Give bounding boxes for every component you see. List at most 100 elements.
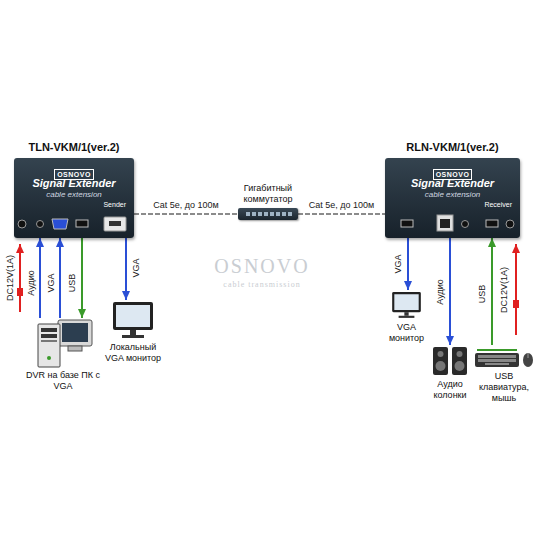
keyboard-mouse-icon-part xyxy=(523,353,533,367)
extender-device: RLN-VKM/1(ver.2) OSNOVO Signal Extendercab… xyxy=(385,140,520,238)
power-label: DC12V(1A) xyxy=(499,267,510,313)
dvr-pc: DVR на базе ПК с VGA xyxy=(24,318,102,392)
vga-monitor: VGA монитор xyxy=(385,290,428,344)
signal-wire xyxy=(407,238,409,290)
network-cable xyxy=(298,213,385,215)
device-ports-part xyxy=(18,220,26,228)
switch-ports-part xyxy=(270,212,274,216)
device-caption: VGA монитор xyxy=(385,322,428,344)
switch-ports-part xyxy=(264,212,268,216)
device-ports-part xyxy=(52,219,68,229)
speakers-icon-part xyxy=(436,361,446,371)
switch-ports-part xyxy=(282,212,286,216)
keyboard-mouse: USB клавиатура, мышь xyxy=(473,345,535,404)
dvr-pc-icon-part xyxy=(68,346,82,351)
dvr-pc-icon-part xyxy=(58,320,92,346)
keyboard-mouse-icon xyxy=(473,345,535,369)
speakers-icon-part xyxy=(433,347,448,375)
device-caption: DVR на базе ПК с VGA xyxy=(24,370,102,392)
cable-label: Cat 5e, до 100м xyxy=(152,200,219,210)
device-ports-part xyxy=(486,220,498,227)
local-monitor-icon-part xyxy=(116,305,150,327)
power-label: DC12V(1A) xyxy=(5,255,16,301)
local-monitor-icon-part xyxy=(113,302,153,330)
network-cable xyxy=(134,213,238,215)
device-ports xyxy=(14,213,134,235)
extender-device: TLN-VKM/1(ver.2) OSNOVO Signal Extendercab… xyxy=(14,140,134,238)
device-model-title: RLN-VKM/1(ver.2) xyxy=(385,140,520,154)
switch-ports-part xyxy=(258,212,262,216)
speakers: Аудио колонки xyxy=(430,345,470,401)
keyboard-mouse-icon-part xyxy=(485,363,509,365)
dvr-pc-icon-part xyxy=(47,356,51,360)
dvr-pc-icon-part xyxy=(38,324,60,367)
dvr-pc-icon-part xyxy=(62,323,88,342)
dvr-pc-icon-part xyxy=(41,334,57,338)
switch-ports xyxy=(238,208,298,220)
signal-label: VGA xyxy=(46,272,56,293)
power-wire xyxy=(19,244,21,312)
switch-ports-part xyxy=(252,212,256,216)
switch-label: Гигабитный коммутатор xyxy=(238,183,298,205)
vga-monitor-icon-part xyxy=(404,312,408,316)
signal-label: USB xyxy=(67,273,77,294)
signal-wire xyxy=(449,238,451,345)
switch-ports-part xyxy=(246,212,250,216)
signal-label: USB xyxy=(477,284,487,305)
device-body: OSNOVO Signal Extendercable extensionSend… xyxy=(14,158,134,238)
device-ports-part xyxy=(440,219,450,228)
keyboard-mouse-icon-part xyxy=(475,353,519,367)
switch-body xyxy=(238,208,298,220)
device-role: Sender xyxy=(14,200,134,209)
device-ports-part xyxy=(437,215,453,231)
device-model-title: TLN-VKM/1(ver.2) xyxy=(14,140,134,154)
dvr-pc-icon-part xyxy=(41,340,57,342)
signal-label: VGA xyxy=(131,257,141,278)
local-monitor-icon xyxy=(102,300,164,340)
logo-row: OSNOVO xyxy=(385,163,520,174)
keyboard-mouse-icon-part xyxy=(478,355,516,358)
signal-wire xyxy=(491,238,493,345)
device-role: Receiver xyxy=(385,200,520,209)
keyboard-mouse-icon-part xyxy=(478,359,516,362)
power-plug xyxy=(17,288,23,296)
power-plug xyxy=(513,300,519,308)
power-wire xyxy=(515,244,517,335)
device-ports-part xyxy=(506,220,514,228)
vga-monitor-icon xyxy=(385,290,428,320)
speakers-icon xyxy=(430,345,470,377)
keyboard-mouse-icon-part xyxy=(477,349,517,351)
switch-ports-part xyxy=(288,212,292,216)
signal-label: Аудио xyxy=(26,269,36,296)
signal-wire xyxy=(125,238,127,300)
vga-monitor-icon-part xyxy=(392,292,421,312)
signal-wire xyxy=(59,238,61,318)
device-ports-part xyxy=(104,217,126,231)
local-monitor-icon-part xyxy=(122,335,144,338)
device-caption: Локальный VGA монитор xyxy=(102,342,164,364)
vga-monitor-icon-part xyxy=(399,316,415,318)
switch-ports-part xyxy=(276,212,280,216)
device-ports-part xyxy=(76,220,88,227)
speakers-icon-part xyxy=(452,347,467,375)
device-ports-part xyxy=(109,221,121,226)
speakers-icon-part xyxy=(455,361,465,371)
device-subtitle: cable extension xyxy=(14,190,134,200)
device-ports-part xyxy=(462,221,469,228)
signal-wire xyxy=(81,238,83,318)
watermark: OSNOVO xyxy=(214,261,309,272)
device-title: Signal Extender xyxy=(14,177,134,190)
watermark: cable transmission xyxy=(223,279,300,290)
device-ports-part xyxy=(401,220,413,227)
cable-label: Cat 5e, до 100м xyxy=(308,200,375,210)
device-title: Signal Extender xyxy=(385,177,520,190)
network-switch: Гигабитный коммутатор xyxy=(238,183,298,220)
speakers-icon-part xyxy=(457,351,463,357)
signal-wire xyxy=(39,238,41,318)
logo-row: OSNOVO xyxy=(14,163,134,174)
device-ports xyxy=(385,213,520,235)
dvr-pc-icon-part xyxy=(41,328,57,332)
device-caption: Аудио колонки xyxy=(430,379,470,401)
device-subtitle: cable extension xyxy=(385,190,520,200)
